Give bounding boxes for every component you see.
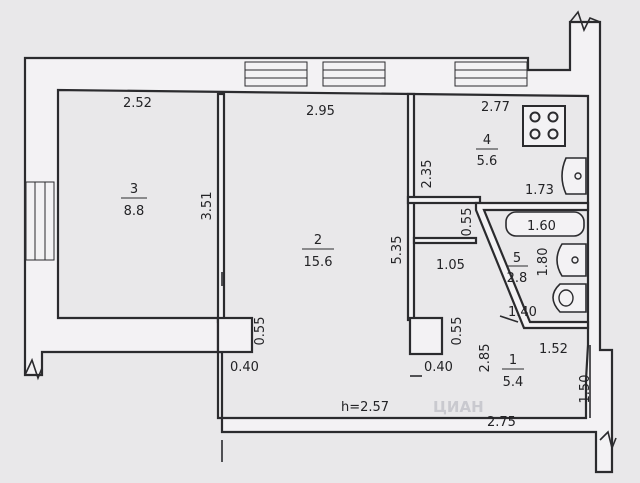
dimension-label: 2.77	[481, 100, 510, 115]
stove-icon	[522, 105, 566, 147]
wall-bathroom	[474, 201, 590, 330]
wall-kitchen-bottom	[406, 195, 482, 205]
wall-room2-right	[406, 92, 416, 322]
room-number: 5	[513, 251, 521, 266]
break-mark	[569, 10, 601, 33]
break-mark	[24, 357, 43, 381]
room-label-1: 1 5.4	[502, 353, 524, 390]
dimension-label: 1.73	[525, 183, 554, 198]
dimension-label: 0.55	[460, 208, 475, 237]
wall-hall-jog	[412, 236, 478, 245]
bathtub-icon	[505, 211, 585, 237]
dimension-label: 2.95	[306, 104, 335, 119]
dimension-label: 1.60	[527, 219, 556, 234]
dimension-label: 1.05	[436, 258, 465, 273]
dimension-label: 2.75	[487, 415, 516, 430]
room-label-3: 3 8.8	[121, 182, 147, 219]
room-area: 8.8	[124, 204, 145, 219]
dimension-label: 1.80	[536, 248, 551, 277]
room-number: 4	[483, 133, 491, 148]
outer-walls	[23, 20, 614, 474]
window	[454, 61, 528, 87]
dimension-label: 1.52	[539, 342, 568, 357]
dimension-label: 2.52	[123, 96, 152, 111]
dimension-label: 0.40	[424, 360, 453, 375]
room-label-2: 2 15.6	[302, 233, 334, 270]
room-area: 2.8	[507, 271, 528, 286]
room-number: 1	[509, 353, 517, 368]
room-number: 2	[314, 233, 322, 248]
pillar-left	[216, 316, 254, 354]
dimension-label: 5.35	[390, 236, 405, 265]
pillar-right	[408, 316, 444, 356]
room-label-5: 5 2.8	[506, 251, 528, 286]
dimension-label: 0.55	[253, 317, 268, 346]
window	[244, 61, 308, 87]
ceiling-height-label: h=2.57	[341, 400, 389, 415]
window	[322, 61, 386, 87]
room-area: 5.4	[503, 375, 524, 390]
room-area: 5.6	[477, 154, 498, 169]
watermark: ЦИАН	[433, 398, 484, 416]
room-number: 3	[130, 182, 138, 197]
dimension-label: 2.85	[478, 344, 493, 373]
dimension-label: 3.51	[200, 192, 215, 221]
washbasin-icon	[556, 243, 587, 277]
dimension-label: 0.40	[230, 360, 259, 375]
break-mark	[599, 430, 617, 451]
wall-room3-room2	[216, 92, 226, 324]
toilet-icon	[552, 283, 587, 313]
window	[25, 181, 55, 261]
dimension-label: 2.35	[420, 160, 435, 189]
room-area: 15.6	[304, 255, 333, 270]
room-label-4: 4 5.6	[476, 133, 498, 169]
dimension-label: 1.40	[508, 305, 537, 320]
dimension-label: 1.50	[578, 375, 593, 404]
dimension-line	[499, 315, 519, 323]
dimension-label: 0.55	[450, 317, 465, 346]
kitchen-sink-icon	[561, 157, 587, 195]
